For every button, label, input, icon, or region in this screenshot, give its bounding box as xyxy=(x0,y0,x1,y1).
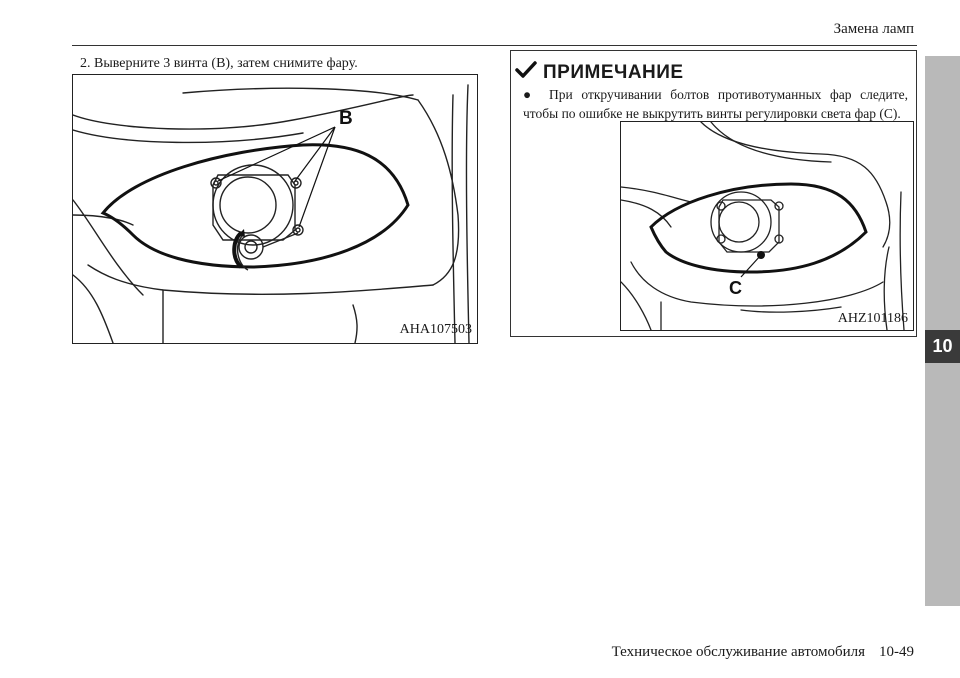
figure-adjust-screw: C AHZ101186 xyxy=(620,121,914,331)
figure1-code: AHA107503 xyxy=(399,322,472,337)
figure1-callout-label: B xyxy=(339,108,353,129)
fog-lamp-illustration: B xyxy=(73,84,470,343)
note-header: ПРИМЕЧАНИЕ xyxy=(515,61,684,84)
page-header-title: Замена ламп xyxy=(833,21,914,37)
note-title: ПРИМЕЧАНИЕ xyxy=(543,61,684,83)
checkmark-icon xyxy=(515,61,537,84)
step-instruction: 2. Выверните 3 винта (B), затем снимите … xyxy=(80,56,358,71)
page-footer: Техническое обслуживание автомобиля 10-49 xyxy=(612,644,914,661)
bullet-icon: ● xyxy=(523,87,537,102)
header-rule xyxy=(72,45,917,46)
page-number: 10-49 xyxy=(879,644,914,660)
figure-fog-lamp-screws: B AHA107503 xyxy=(72,74,478,344)
figure2-code: AHZ101186 xyxy=(837,311,908,326)
footer-section: Техническое обслуживание автомобиля xyxy=(611,644,865,660)
figure2-callout-label: C xyxy=(729,278,742,298)
chapter-tab[interactable]: 10 xyxy=(925,330,960,363)
note-text: При откручивании болтов противотуманных … xyxy=(523,87,909,121)
note-body: ● При откручивании болтов противотуманны… xyxy=(523,85,908,123)
fog-lamp-adjust-illustration: C xyxy=(621,122,905,330)
note-box: ПРИМЕЧАНИЕ ● При откручивании болтов про… xyxy=(510,50,917,337)
